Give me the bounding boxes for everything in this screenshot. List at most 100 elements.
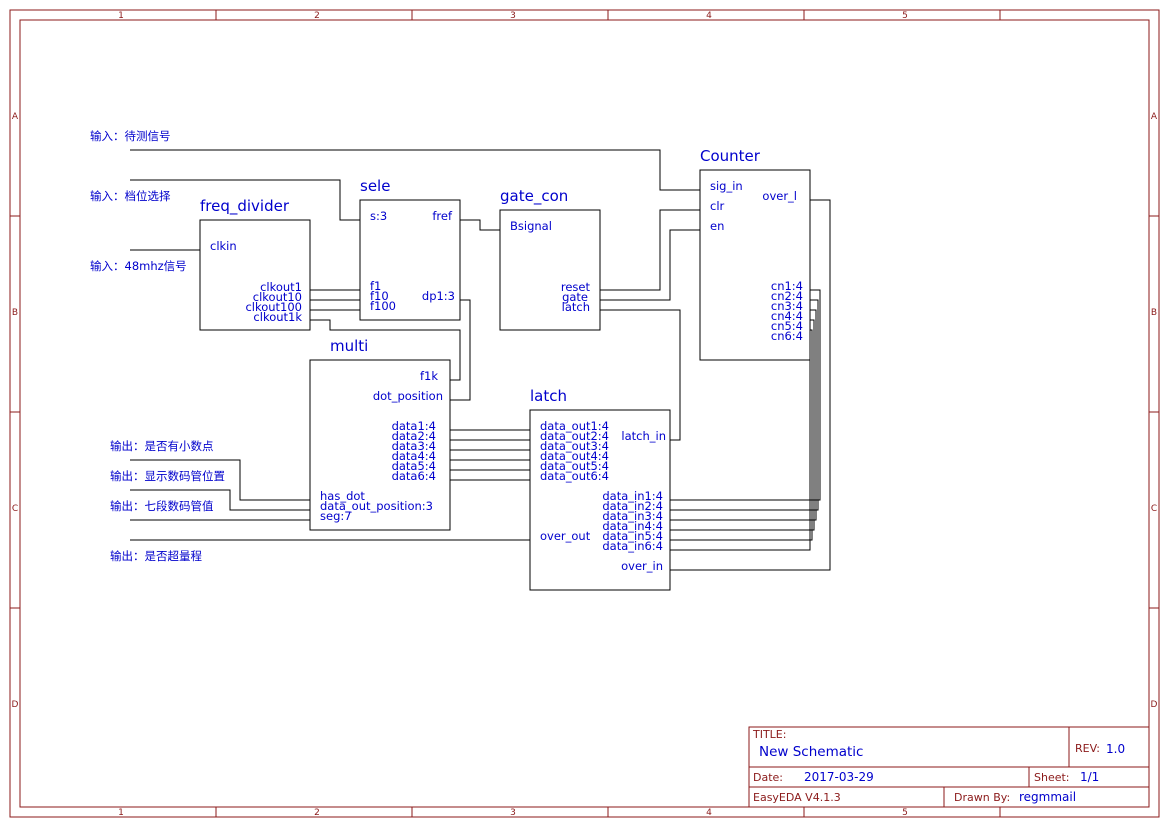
block-sele[interactable]: sele s:3 fref f1 f10 f100 dp1:3 bbox=[359, 177, 461, 321]
pin-label: data2:4 bbox=[392, 429, 436, 443]
pin-label: data6:4 bbox=[392, 469, 436, 483]
row-label-right: C bbox=[1151, 504, 1157, 514]
col-label-bottom: 1 bbox=[118, 808, 124, 818]
pin-label: latch_in bbox=[621, 429, 666, 443]
pin-label: data_out5:4 bbox=[540, 459, 609, 473]
pin-label: over_in bbox=[621, 559, 663, 573]
output-note: 输出：是否有小数点 bbox=[110, 439, 214, 453]
pin-label: data_in3:4 bbox=[602, 509, 663, 523]
output-note: 输出：七段数码管值 bbox=[110, 499, 214, 513]
pin-label: cn6:4 bbox=[771, 329, 803, 343]
pin-label: cn2:4 bbox=[771, 289, 803, 303]
pin-label: data1:4 bbox=[392, 419, 436, 433]
pin-label: data5:4 bbox=[392, 459, 436, 473]
col-label-bottom: 2 bbox=[314, 808, 320, 818]
pin-label: cn4:4 bbox=[771, 309, 803, 323]
wires bbox=[130, 149, 831, 571]
pin-label: seg:7 bbox=[320, 509, 352, 523]
pin-label: has_dot bbox=[320, 489, 365, 503]
block-title: latch bbox=[530, 387, 567, 405]
col-label-top: 4 bbox=[706, 11, 712, 21]
col-label-top: 5 bbox=[902, 11, 908, 21]
tool-label: EasyEDA V4.1.3 bbox=[753, 791, 841, 804]
pin-label: en bbox=[710, 219, 724, 233]
pin-label: over_out bbox=[540, 529, 591, 543]
input-note: 输入：待测信号 bbox=[90, 129, 171, 143]
col-label-bottom: 3 bbox=[510, 808, 516, 818]
pin-label: dp1:3 bbox=[422, 289, 455, 303]
block-multi[interactable]: multi f1k dot_position data1:4 data2:4 d… bbox=[309, 337, 451, 531]
input-note: 输入：档位选择 bbox=[90, 189, 171, 203]
block-title: sele bbox=[360, 177, 390, 195]
pin-label: Bsignal bbox=[510, 219, 552, 233]
pin-label: over_l bbox=[762, 189, 797, 203]
pin-label: data_out_position:3 bbox=[320, 499, 433, 513]
rev-label: REV: bbox=[1075, 742, 1100, 755]
title-block: TITLE: New Schematic REV: 1.0 Date: 2017… bbox=[748, 726, 1150, 808]
io-notes: 输入：待测信号 输入：档位选择 输入：48mhz信号 输出：是否有小数点 输出：… bbox=[90, 129, 225, 563]
pin-label: data_in2:4 bbox=[602, 499, 663, 513]
title-value: New Schematic bbox=[759, 744, 863, 760]
row-label-right: D bbox=[1151, 700, 1158, 710]
pin-label: data_out6:4 bbox=[540, 469, 609, 483]
pin-label: data_out2:4 bbox=[540, 429, 609, 443]
block-title: multi bbox=[330, 337, 368, 355]
block-title: freq_divider bbox=[200, 197, 290, 216]
output-note: 输出：显示数码管位置 bbox=[110, 469, 225, 483]
sheet-value: 1/1 bbox=[1080, 770, 1099, 784]
row-label-right: A bbox=[1151, 112, 1158, 122]
pin-label: clkout1 bbox=[260, 280, 302, 294]
pin-label: data_out4:4 bbox=[540, 449, 609, 463]
sheet-frame: 1 2 3 4 5 1 2 3 4 5 A B C D A B C D bbox=[9, 9, 1160, 818]
block-gate-con[interactable]: gate_con Bsignal reset gate latch bbox=[499, 187, 601, 331]
pin-label: clkout100 bbox=[245, 300, 302, 314]
pin-label: fref bbox=[432, 209, 453, 223]
pin-label: f10 bbox=[370, 289, 389, 303]
pin-label: latch bbox=[562, 300, 590, 314]
pin-label: data_in6:4 bbox=[602, 539, 663, 553]
pin-label: clkout10 bbox=[253, 290, 302, 304]
pin-label: data_out1:4 bbox=[540, 419, 609, 433]
row-label-left: C bbox=[12, 504, 18, 514]
drawn-value: regmmail bbox=[1019, 790, 1076, 804]
pin-label: cn3:4 bbox=[771, 299, 803, 313]
input-note: 输入：48mhz信号 bbox=[90, 259, 187, 273]
col-label-bottom: 4 bbox=[706, 808, 712, 818]
pin-label: cn1:4 bbox=[771, 279, 803, 293]
pin-label: data4:4 bbox=[392, 449, 436, 463]
pin-label: f1 bbox=[370, 279, 381, 293]
col-label-bottom: 5 bbox=[902, 808, 908, 818]
pin-label: cn5:4 bbox=[771, 319, 803, 333]
pin-label: clkout1k bbox=[253, 310, 302, 324]
block-counter[interactable]: Counter sig_in over_l clr en cn1:4 cn2:4… bbox=[699, 147, 811, 361]
pin-label: f100 bbox=[370, 299, 396, 313]
block-title: Counter bbox=[700, 147, 761, 165]
block-title: gate_con bbox=[500, 187, 568, 206]
row-label-left: A bbox=[12, 112, 19, 122]
pin-label: dot_position bbox=[373, 389, 443, 403]
rev-value: 1.0 bbox=[1106, 742, 1125, 756]
block-freq-divider[interactable]: freq_divider clkin clkout1 clkout10 clko… bbox=[199, 197, 311, 331]
pin-label: s:3 bbox=[370, 209, 387, 223]
pin-label: gate bbox=[562, 290, 588, 304]
pin-label: data_in1:4 bbox=[602, 489, 663, 503]
date-label: Date: bbox=[753, 771, 783, 784]
pin-label: reset bbox=[561, 280, 591, 294]
col-label-top: 2 bbox=[314, 11, 320, 21]
output-note: 输出：是否超量程 bbox=[110, 549, 202, 563]
pin-label: data_in5:4 bbox=[602, 529, 663, 543]
row-label-left: D bbox=[12, 700, 19, 710]
row-label-right: B bbox=[1151, 308, 1157, 318]
pin-label: data3:4 bbox=[392, 439, 436, 453]
col-label-top: 1 bbox=[118, 11, 124, 21]
pin-label: data_out3:4 bbox=[540, 439, 609, 453]
drawn-label: Drawn By: bbox=[954, 791, 1010, 804]
pin-label: data_in4:4 bbox=[602, 519, 663, 533]
pin-label: f1k bbox=[420, 369, 438, 383]
title-label: TITLE: bbox=[752, 728, 786, 741]
col-label-top: 3 bbox=[510, 11, 516, 21]
date-value: 2017-03-29 bbox=[804, 770, 874, 784]
block-latch[interactable]: latch data_out1:4 data_out2:4 data_out3:… bbox=[529, 387, 671, 591]
pin-label: sig_in bbox=[710, 179, 743, 193]
